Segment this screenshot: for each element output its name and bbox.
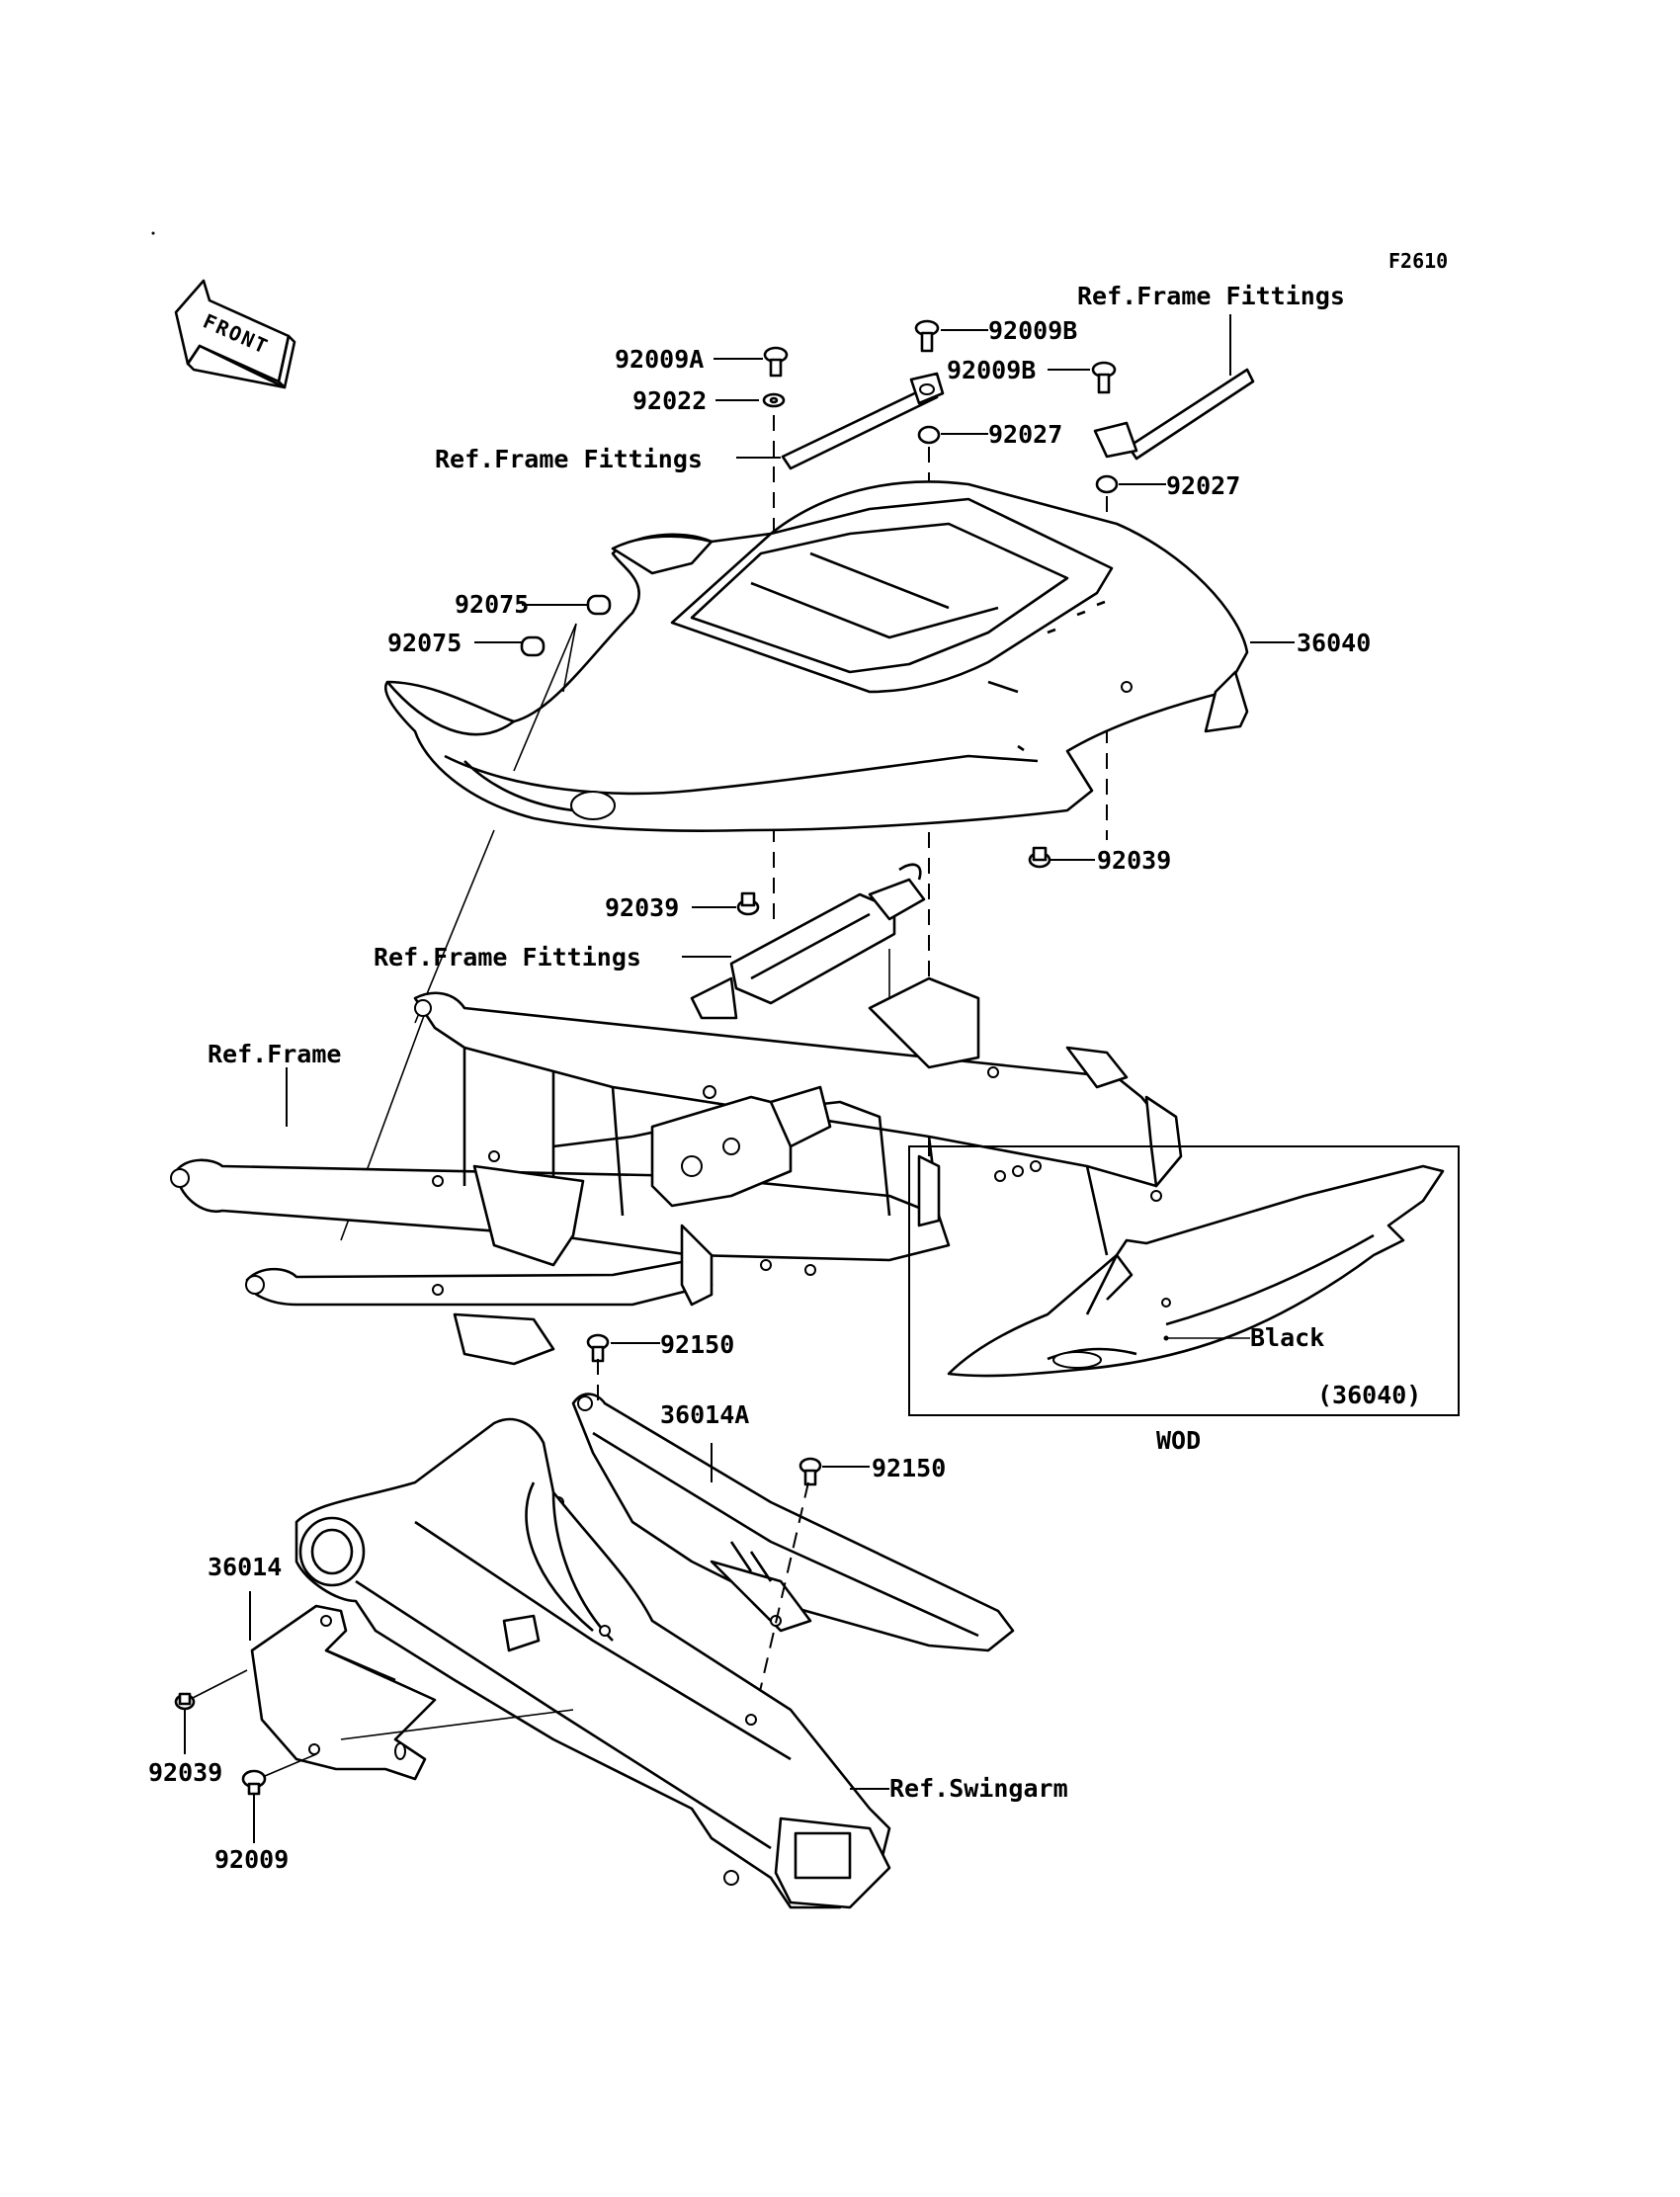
grommet-92027-right-icon [1095,474,1119,494]
label-92039-bottom: 92039 [148,1758,222,1787]
clip-92039-mid-icon [736,891,760,916]
clip-92150-top-icon [586,1333,610,1363]
label-92039-mid: 92039 [605,893,679,922]
strap-left-icon [781,372,945,470]
swingarm [294,1417,891,1909]
grommet-92027-mid-icon [917,425,941,445]
label-36014A: 36014A [660,1400,749,1429]
label-ref-frame-fittings-mid: Ref.Frame Fittings [374,943,641,972]
diagram-code: F2610 [1388,249,1448,273]
bolt-92009A-icon [763,346,789,378]
label-92150-right: 92150 [872,1454,946,1482]
label-92009B-right: 92009B [947,356,1036,384]
label-92027-mid: 92027 [988,420,1062,449]
inset-caption: WOD [1156,1426,1201,1455]
label-ref-frame-fittings-top-left: Ref.Frame Fittings [435,445,703,473]
strap-right-icon [1093,368,1255,461]
clip-92039-right-icon [1028,846,1051,869]
rear-cowl-36040 [384,480,1249,832]
bolt-92009B-right-icon [1091,361,1117,394]
washer-92022-icon [762,392,786,408]
grommet-92075-upper-icon [586,594,612,616]
front-arrow-icon: FRONT [174,279,296,389]
label-92022: 92022 [632,386,707,415]
label-36014: 36014 [208,1553,282,1581]
stray-dot [151,231,155,235]
label-92075-lower: 92075 [387,629,462,657]
label-92039-right: 92039 [1097,846,1171,875]
inset-color-label: Black [1250,1323,1324,1352]
label-92027-right: 92027 [1166,471,1240,500]
label-92075-upper: 92075 [455,590,529,619]
label-92009: 92009 [214,1845,289,1874]
clip-92150-right-icon [798,1457,822,1486]
grommet-92075-lower-icon [520,635,546,657]
clip-92039-bottom-icon [174,1692,196,1711]
seat-bracket [690,863,926,1020]
inset-box: Black (36040) [908,1145,1460,1416]
label-ref-swingarm: Ref.Swingarm [889,1774,1068,1803]
label-ref-frame: Ref.Frame [208,1040,341,1068]
bolt-92009-icon [241,1769,267,1796]
label-92009B-top: 92009B [988,316,1077,345]
inset-part-ref: (36040) [1317,1381,1421,1409]
bolt-92009B-top-icon [914,319,940,353]
label-92150-top: 92150 [660,1330,734,1359]
label-ref-frame-fittings-top-right: Ref.Frame Fittings [1077,282,1345,310]
label-92009A: 92009A [615,345,704,374]
rear-frame [170,976,1183,1366]
label-36040: 36040 [1297,629,1371,657]
guard-36014 [250,1604,437,1781]
